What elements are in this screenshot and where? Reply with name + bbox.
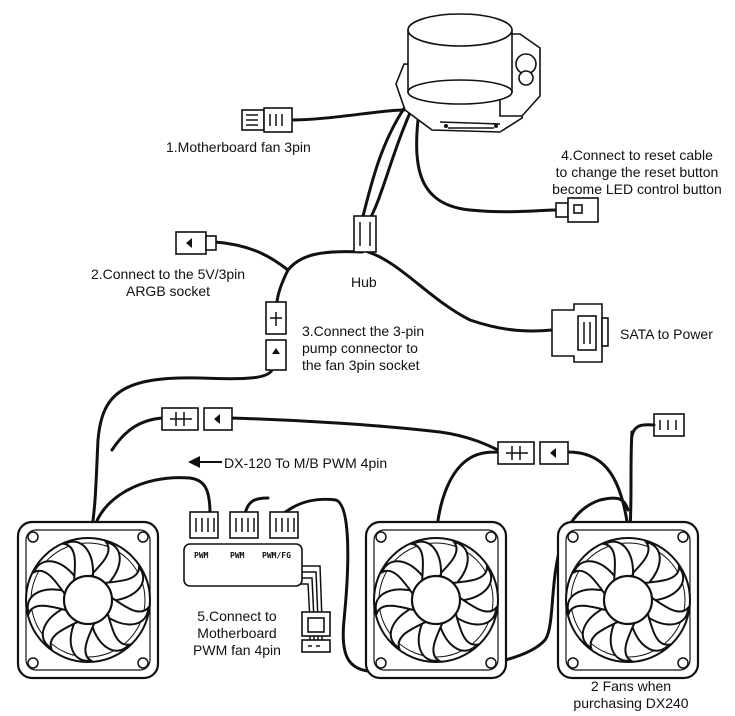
argb-socket-label: 2.Connect to the 5V/3pin ARGB socket: [90, 266, 246, 299]
pump-connector-pair: [265, 301, 287, 371]
reset-cable-connector: [555, 197, 599, 223]
fan-connector-pair-right: [497, 441, 569, 465]
cables: [90, 98, 634, 674]
reset-cable-label: 4.Connect to reset cable to change the r…: [552, 147, 722, 197]
arrow-left-icon: [188, 456, 222, 468]
sata-power-label: SATA to Power: [620, 326, 713, 342]
motherboard-pwm-label: 5.Connect to Motherboard PWM fan 4pin: [193, 608, 281, 658]
pump-connector-label: 3.Connect the 3-pin pump connector to th…: [302, 323, 425, 373]
sata-connector-icon: [551, 303, 609, 363]
fan-icon: [364, 520, 508, 680]
argb-connector: [175, 231, 217, 255]
dx120-label: DX-120 To M/B PWM 4pin: [224, 455, 388, 471]
fan-connector-pair-left: [161, 407, 233, 431]
fan-icon: [556, 520, 700, 680]
pwm-port-label-3: PWM/FG: [262, 551, 291, 560]
hub: [353, 215, 377, 253]
motherboard-pwm-connector: [301, 611, 331, 653]
pump-icon: [395, 13, 541, 133]
motherboard-fan-3pin-label: 1.Motherboard fan 3pin: [166, 139, 311, 155]
pwm-port-label-2: PWM: [230, 551, 245, 560]
fan-icon: [16, 520, 160, 680]
fan-connector-top-right: [630, 413, 685, 438]
pwm-hub: PWM PWM PWM/FG: [183, 511, 303, 587]
pwm-port-label-1: PWM: [194, 551, 209, 560]
two-fans-label: 2 Fans when purchasing DX240: [573, 678, 689, 711]
hub-label: Hub: [351, 274, 377, 290]
motherboard-3pin-connector: [241, 107, 293, 133]
